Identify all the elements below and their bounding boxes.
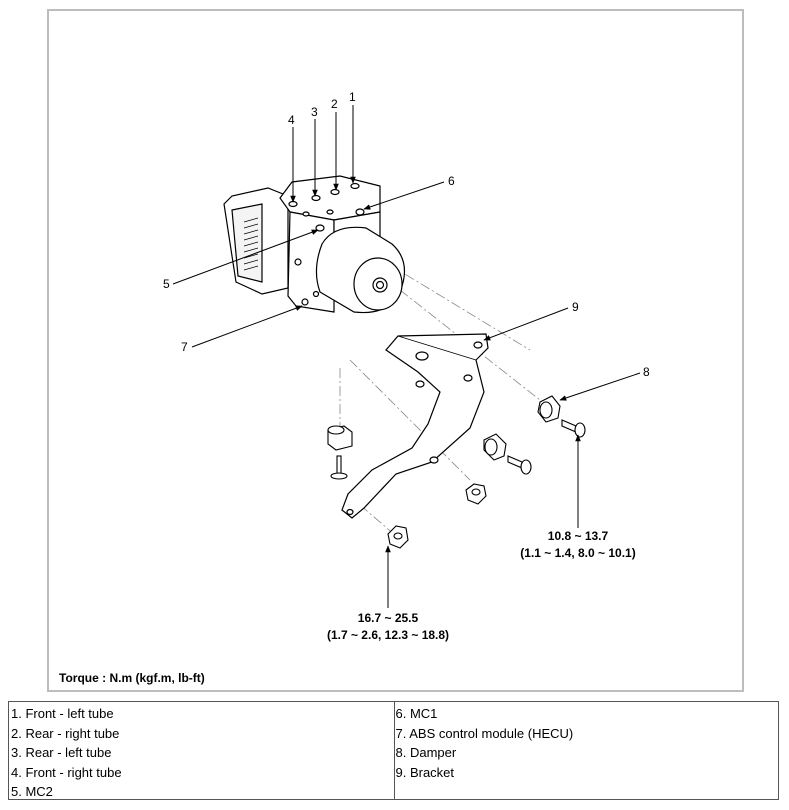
callout-5: 5 — [163, 277, 170, 291]
assembly-guide-lines — [339, 264, 541, 536]
callout-2: 2 — [331, 97, 338, 111]
legend-item: 2. Rear - right tube — [11, 725, 120, 741]
torque-damper-bolt-alt: (1.1 ~ 1.4, 8.0 ~ 10.1) — [520, 546, 635, 560]
callout-6: 6 — [448, 174, 455, 188]
callout-leaders — [172, 105, 641, 608]
callout-7: 7 — [181, 340, 188, 354]
torque-bracket-nut-alt: (1.7 ~ 2.6, 12.3 ~ 18.8) — [327, 628, 449, 642]
legend-item: 5. MC2 — [11, 784, 53, 799]
torque-damper-bolt-value: 10.8 ~ 13.7 — [548, 529, 609, 543]
legend-item: 8. Damper — [395, 745, 457, 760]
hecu-module — [223, 175, 406, 314]
legend-item: 1. Front - left tube — [11, 706, 114, 721]
callout-8: 8 — [643, 365, 650, 379]
legend-item: 7. ABS control module (HECU) — [395, 725, 574, 741]
callout-4: 4 — [288, 113, 295, 127]
legend-item: 6. MC1 — [395, 706, 438, 721]
mounting-hardware — [327, 395, 586, 549]
abs-hecu-exploded-diagram: 1 2 3 4 5 6 7 8 9 10.8 ~ 13.7 (1.1 ~ 1.4… — [163, 90, 650, 642]
parts-legend-table: 1. Front - left tube 2. Rear - right tub… — [8, 701, 779, 800]
legend-item: 9. Bracket — [395, 764, 455, 780]
callout-9: 9 — [572, 300, 579, 314]
legend-item: 3. Rear - left tube — [11, 745, 112, 760]
torque-bracket-nut-value: 16.7 ~ 25.5 — [358, 611, 419, 625]
legend-column-left: 1. Front - left tube 2. Rear - right tub… — [9, 702, 394, 799]
bracket — [341, 333, 489, 519]
callout-3: 3 — [311, 105, 318, 119]
callout-1: 1 — [349, 90, 356, 104]
legend-column-right: 6. MC1 7. ABS control module (HECU) 8. D… — [393, 702, 779, 799]
legend-item: 4. Front - right tube — [11, 764, 122, 780]
torque-unit-note: Torque : N.m (kgf.m, lb-ft) — [59, 671, 205, 685]
